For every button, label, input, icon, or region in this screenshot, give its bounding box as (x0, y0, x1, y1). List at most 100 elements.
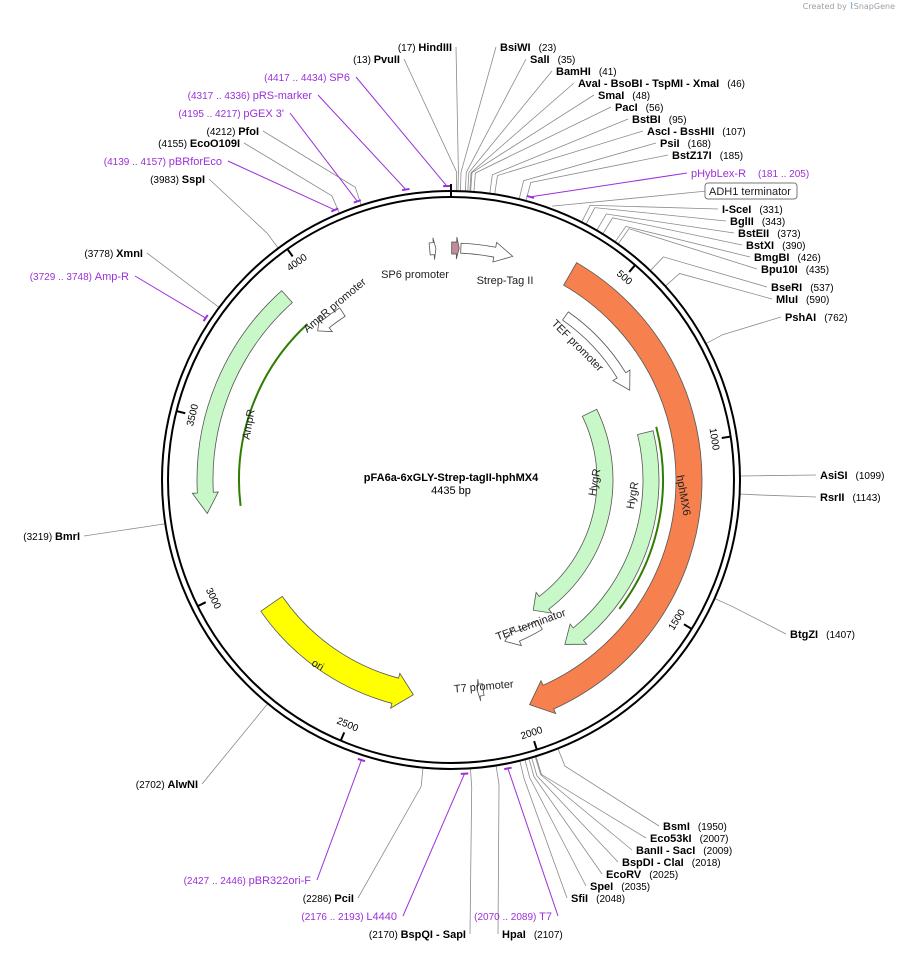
enzyme-name: BstXI (746, 240, 774, 252)
primer-mark (526, 194, 535, 199)
enzyme-name: BamHI (556, 66, 591, 78)
feature-label: HygR (625, 481, 642, 510)
enzyme-label: SpeI(2035) (590, 881, 650, 893)
site-labels: (17) HindIII(13) PvuIIBsiWI(23)SalI(35)B… (23, 42, 884, 941)
enzyme-name: PvuII (374, 54, 400, 66)
enzyme-position: (762) (824, 313, 847, 324)
enzyme-position: (590) (806, 295, 829, 306)
enzyme-position: (35) (558, 55, 576, 66)
primer-mark (202, 314, 209, 322)
enzyme-label: BstZ17I (185) (672, 150, 743, 162)
leader-line (649, 256, 768, 288)
tick-label: 3000 (203, 586, 223, 611)
enzyme-position: (23) (539, 43, 557, 54)
enzyme-label: AscI - BssHII(107) (647, 126, 746, 138)
enzyme-position: (390) (782, 241, 805, 252)
tick-label: 1500 (667, 607, 688, 632)
enzyme-name: I-SceI (722, 204, 751, 216)
primer-label: (2070 .. 2089) T7 (474, 911, 552, 923)
leader-line (617, 228, 758, 270)
enzyme-label: Eco53kI(2007) (650, 833, 729, 845)
primer-position: (4139 .. 4157) (104, 157, 169, 168)
enzyme-position: (48) (632, 91, 650, 102)
enzyme-label: AvaI - BsoBI - TspMI - XmaI(46) (578, 78, 745, 90)
leader-line (518, 142, 657, 200)
leader-line (403, 58, 458, 192)
leader-line (357, 767, 424, 899)
primer-position: (4417 .. 4434) (264, 73, 329, 84)
leader-line (470, 94, 595, 192)
label-leader-lines (83, 46, 817, 935)
enzyme-position: (2025) (649, 870, 678, 881)
feature-label: AmpR promoter (301, 276, 368, 335)
enzyme-name: HpaI (502, 929, 526, 941)
primer-name: Amp-R (95, 271, 129, 283)
primer-line (402, 773, 465, 917)
enzyme-label: I-SceI (331) (722, 204, 783, 216)
enzyme-label: BsiWI(23) (500, 42, 556, 54)
enzyme-position: (3219) (23, 532, 55, 543)
leader-line (460, 46, 497, 192)
tick-mark (286, 248, 294, 257)
enzyme-label: SmaI (48) (598, 90, 650, 102)
enzyme-name: BglII (730, 216, 754, 228)
enzyme-label: (4212) PfoI (207, 126, 259, 138)
enzyme-label: (4155) EcoO109I (158, 138, 240, 150)
enzyme-name: BstZ17I (672, 150, 712, 162)
enzyme-position: (2286) (303, 894, 335, 905)
primer-label: (4317 .. 4336) pRS-marker (188, 90, 313, 102)
leader-line (534, 756, 633, 851)
leader-line (469, 82, 575, 192)
leader-line (739, 493, 817, 498)
primer-label: pHybLex-R(181 .. 205) (691, 168, 809, 180)
feature-arrow (260, 595, 414, 709)
plasmid-length: 4435 bp (431, 485, 471, 497)
primer-name: pBR322ori-F (249, 875, 312, 887)
feature-arrow (428, 237, 437, 260)
tick-label: 3500 (185, 403, 201, 428)
enzyme-position: (4212) (207, 127, 239, 138)
primer-name: pGEX 3' (243, 108, 284, 120)
tick-mark (176, 410, 186, 415)
primer-name: pBRforEco (169, 156, 222, 168)
enzyme-position: (168) (688, 139, 711, 150)
enzyme-position: (13) (353, 55, 374, 66)
leader-line (494, 130, 644, 195)
feature-arrow (564, 430, 660, 645)
leader-line (531, 757, 619, 863)
primer-label: (3729 .. 3748) Amp-R (30, 271, 129, 283)
enzyme-position: (331) (759, 205, 782, 216)
leader-line (469, 768, 473, 935)
primer-name: L4440 (366, 911, 397, 923)
enzyme-position: (537) (810, 283, 833, 294)
enzyme-position: (2018) (692, 858, 721, 869)
enzyme-label: BstBI(95) (632, 114, 687, 126)
credit-prefix: Created by (802, 2, 847, 11)
enzyme-label: (2170) BspQI - SapI (369, 929, 466, 941)
leader-line (243, 142, 340, 214)
enzyme-position: (41) (599, 67, 617, 78)
tick-label: 500 (614, 268, 634, 287)
enzyme-position: (426) (797, 253, 820, 264)
enzyme-name: SmaI (598, 90, 624, 102)
enzyme-name: AlwNI (167, 779, 198, 791)
plasmid-backbone (161, 184, 741, 770)
tick-label: 2000 (519, 725, 544, 742)
feature-arrow (532, 408, 614, 614)
leader-line (585, 207, 727, 225)
enzyme-name: BspDI - ClaI (622, 857, 684, 869)
snapgene-icon: ⌇ (849, 2, 854, 12)
enzyme-position: (343) (762, 217, 785, 228)
tick-mark (628, 264, 636, 273)
enzyme-position: (435) (806, 265, 829, 276)
annotation-arc (238, 323, 309, 506)
leader-line (528, 758, 603, 875)
enzyme-position: (185) (720, 151, 743, 162)
enzyme-position: (107) (722, 127, 745, 138)
enzyme-name: PfoI (238, 126, 259, 138)
enzyme-label: AsiSI(1099) (820, 470, 884, 482)
enzyme-label: BmgBI(426) (754, 252, 821, 264)
enzyme-position: (95) (669, 115, 687, 126)
primer-line (289, 112, 358, 202)
